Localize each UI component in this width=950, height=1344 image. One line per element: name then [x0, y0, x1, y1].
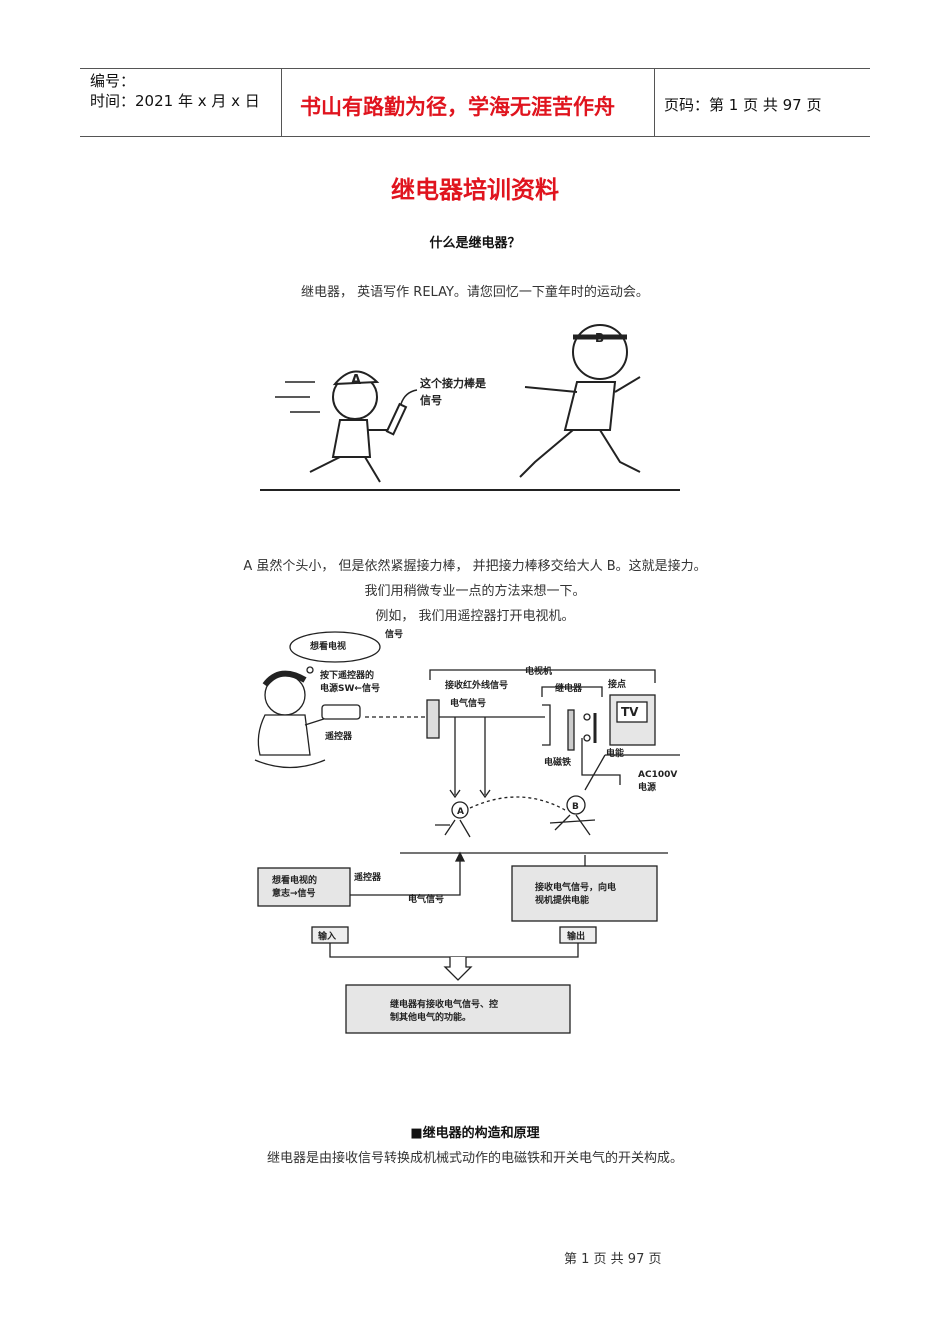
section-text: 继电器是由接收信号转换成机械式动作的电磁铁和开关电气的开关构成。 [266, 1151, 683, 1166]
press-text: 按下遥控器的 [320, 669, 374, 681]
doc-number-label: 编号： [90, 72, 136, 90]
runner-a-label: A [351, 373, 361, 388]
baton-caption: 信号 [420, 393, 442, 407]
receive-text: 视机提供电能 [535, 894, 589, 906]
intro-text: 继电器， 英语写作 RELAY。请您回忆一下童年时的运动会。 [301, 285, 649, 300]
relay-function-text: 制其他电气的功能。 [390, 1011, 471, 1023]
header-bottom-rule [80, 136, 870, 137]
paragraph-line: 例如， 我们用遥控器打开电视机。 [375, 609, 575, 624]
relay-race-illustration: A 这个接力棒是 信号 B [260, 324, 680, 491]
runner-a-label: A [457, 807, 464, 817]
relay-function-box [345, 984, 571, 1034]
output-label: 输出 [567, 930, 585, 942]
electric-signal-label: 电气信号 [408, 893, 444, 905]
runner-b [519, 324, 641, 478]
thought-text: 想看电视 [309, 640, 346, 652]
ir-label: 接收红外线信号 [445, 679, 508, 691]
ac-label: AC100V [638, 770, 677, 780]
header-divider [654, 68, 655, 136]
intent-box [257, 867, 351, 907]
contact-label: 接点 [608, 678, 626, 690]
page-footer: 第 1 页 共 97 页 [564, 1252, 662, 1267]
electric-signal-label: 电气信号 [450, 697, 486, 709]
header-motto: 书山有路勤为径，学海无涯苦作舟 [300, 95, 615, 119]
document-title: 继电器培训资料 [391, 176, 559, 204]
tv-label: TV [621, 705, 639, 719]
input-label: 输入 [318, 930, 336, 942]
press-text: 电源SW←信号 [320, 682, 380, 694]
receive-box [511, 865, 658, 922]
header-page-info: 页码：第 1 页 共 97 页 [664, 96, 822, 114]
energy-label: 电能 [606, 747, 624, 759]
section-heading: ■继电器的构造和原理 [410, 1126, 540, 1141]
remote-control [321, 704, 361, 720]
paragraph-line: A 虽然个头小， 但是依然紧握接力棒， 并把接力棒移交给大人 B。这就是接力。 [243, 559, 707, 574]
magnet-label: 电磁铁 [544, 756, 571, 768]
thought-bubble [289, 631, 381, 663]
remote-label: 遥控器 [325, 730, 353, 742]
intent-text: 想看电视的 [271, 874, 317, 886]
baton-caption: 这个接力棒是 [420, 376, 487, 390]
remote-label: 遥控器 [354, 871, 382, 883]
runner-b-label: B [595, 331, 604, 345]
signal-label: 信号 [385, 628, 403, 640]
subtitle: 什么是继电器？ [429, 236, 521, 251]
header-top-rule [80, 68, 870, 69]
relay-function-text: 继电器有接收电气信号、控 [390, 998, 498, 1010]
paragraph-line: 我们用稍微专业一点的方法来想一下。 [364, 584, 586, 599]
remote-control-diagram: 想看电视 信号 按下遥控器的 电源SW←信号 遥控器 电视机 接收红外线信号 电… [254, 628, 680, 1034]
header-divider [281, 68, 282, 136]
intent-text: 意志→信号 [272, 887, 316, 899]
runner-a [275, 370, 408, 483]
runner-b-label: B [572, 802, 579, 812]
doc-date: 时间：2021 年 x 月 x 日 [90, 92, 260, 110]
power-label: 电源 [638, 781, 656, 793]
relay-label: 继电器 [555, 682, 583, 694]
receive-text: 接收电气信号，向电 [535, 881, 616, 893]
tv-set-label: 电视机 [525, 665, 552, 677]
